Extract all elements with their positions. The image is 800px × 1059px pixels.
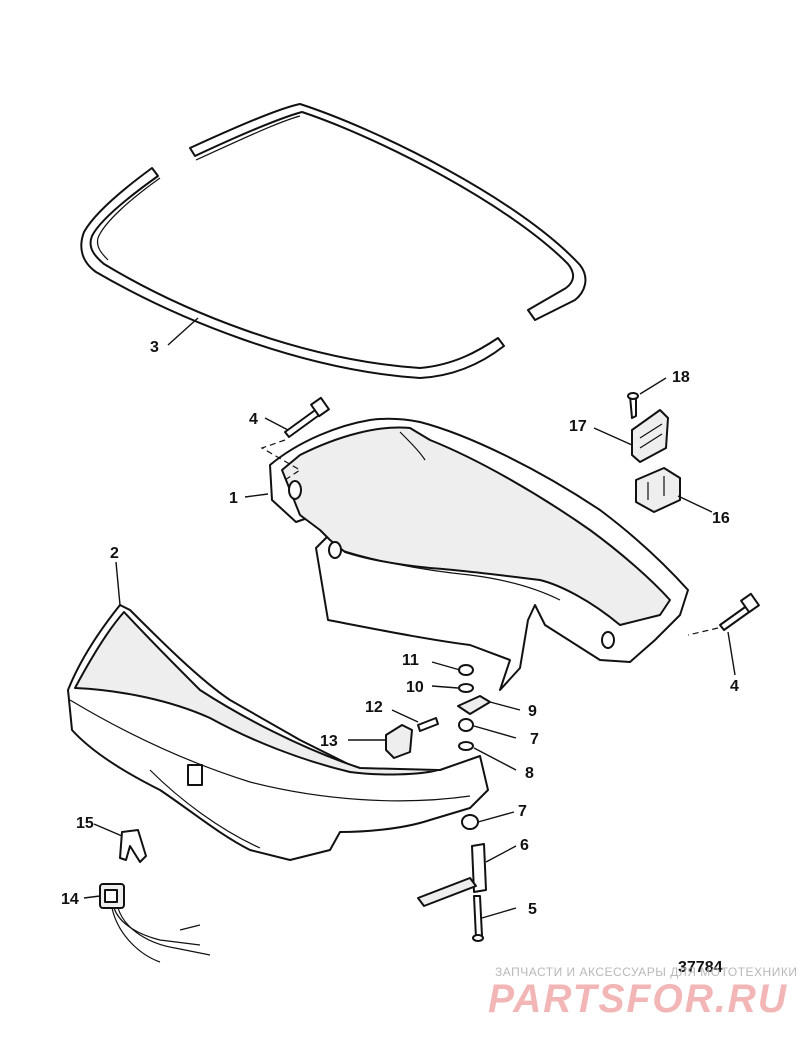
part-9-latch-plate	[457, 695, 491, 715]
callout-12: 12	[365, 699, 383, 716]
callout-15: 15	[76, 815, 94, 832]
callout-6: 6	[520, 837, 529, 854]
callout-16: 16	[712, 510, 730, 527]
part-15-clip	[119, 829, 147, 863]
callout-17: 17	[569, 418, 587, 435]
part-6-latch-lever	[417, 843, 487, 907]
guide-dash-upper	[260, 439, 302, 483]
part-4-bolt-right	[719, 592, 760, 631]
part-14-switch-harness	[99, 883, 211, 963]
part-11-nut	[458, 664, 474, 676]
part-3-seal	[80, 103, 587, 379]
callout-7-upper: 7	[530, 731, 539, 748]
leader-lines	[83, 317, 736, 919]
part-5-pin	[472, 895, 484, 942]
part-12-screw	[417, 717, 439, 732]
guide-dash-right	[687, 627, 719, 636]
callout-7-lower: 7	[518, 803, 527, 820]
callout-11: 11	[402, 652, 419, 669]
callout-3: 3	[150, 339, 159, 356]
watermark-brand: PARTSFOR.RU	[488, 977, 788, 1021]
callout-1: 1	[229, 490, 238, 507]
callout-10: 10	[406, 679, 424, 696]
part-8-washer	[458, 741, 474, 751]
part-4-bolt-upper	[284, 396, 330, 438]
callout-14: 14	[61, 891, 79, 908]
part-17-bracket-cover	[631, 409, 669, 463]
part-16-bracket-base	[635, 467, 681, 513]
part-13-latch-clip	[385, 724, 413, 759]
callout-2: 2	[110, 545, 119, 562]
part-2-lower-cowl	[67, 604, 489, 861]
drawing-number: 37784	[678, 959, 723, 976]
part-10-washer	[458, 683, 474, 693]
part-1-upper-cowl	[269, 417, 689, 691]
part-7-nut-lower	[461, 814, 479, 830]
callout-4-right: 4	[730, 678, 739, 695]
watermark-tagline: ЗАПЧАСТИ И АКСЕССУАРЫ ДЛЯ МОТОТЕХНИКИ	[495, 965, 797, 979]
part-7-nut-upper	[458, 718, 474, 732]
callout-5: 5	[528, 901, 537, 918]
part-18-screw	[627, 392, 639, 419]
callout-4-upper: 4	[249, 411, 258, 428]
callout-18: 18	[672, 369, 690, 386]
callout-9: 9	[528, 703, 537, 720]
callout-8: 8	[525, 765, 534, 782]
callout-13: 13	[320, 733, 338, 750]
